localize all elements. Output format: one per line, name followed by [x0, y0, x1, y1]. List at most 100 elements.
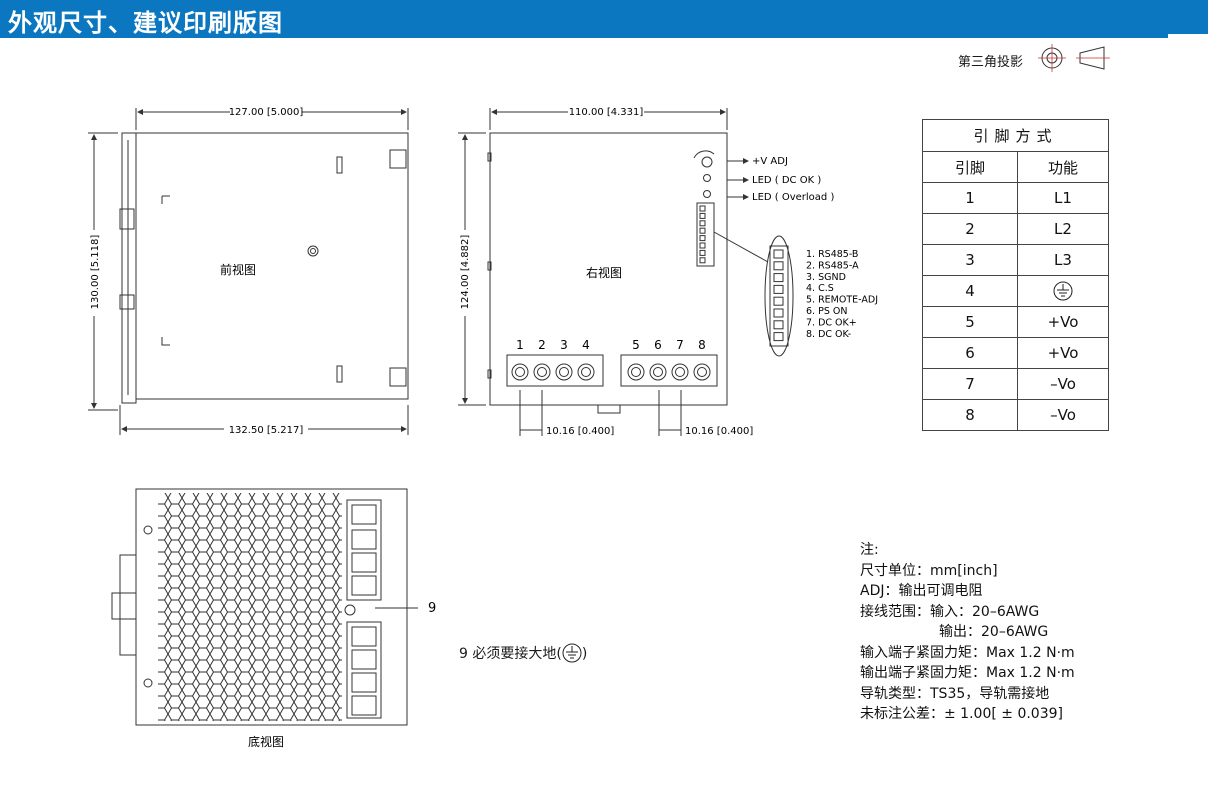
- page-title: 外观尺寸、建议印刷版图: [8, 9, 283, 37]
- terminal-screw-head: [559, 367, 569, 377]
- pin-number: 4: [922, 275, 1018, 307]
- note-line: 未标注公差：± 1.00[ ± 0.039]: [860, 706, 1063, 722]
- note-line: ADJ：输出可调电阻: [860, 583, 983, 599]
- note-line: 导轨类型：TS35，导轨需接地: [860, 685, 1050, 702]
- terminal-screw: [627, 363, 645, 381]
- pin-number: 1: [922, 182, 1018, 214]
- table-row: 4: [922, 275, 1109, 307]
- terminal-number: 1: [516, 338, 524, 352]
- pin-function: L3: [1017, 244, 1109, 276]
- bottom-callout-9: 9: [428, 601, 436, 616]
- terminal-screw-head: [675, 367, 685, 377]
- terminal-number: 7: [676, 338, 684, 352]
- pin-number: 6: [922, 337, 1018, 369]
- connector-cell: [773, 296, 784, 306]
- bottom-terminal-slot: [351, 695, 377, 716]
- pin-function: –Vo: [1017, 399, 1109, 431]
- note-line: 输出：20–6AWG: [939, 624, 1049, 640]
- terminal-screws: [511, 363, 711, 381]
- pin-function: +Vo: [1017, 306, 1109, 338]
- bottom-terminal-slot: [351, 504, 377, 525]
- bottom-terminal-slot: [351, 529, 377, 550]
- front-view: [88, 108, 409, 435]
- pitch-right: 10.16 [0.400]: [685, 426, 753, 437]
- ground-note-close: ): [581, 646, 588, 662]
- ground-symbol-icon: [1017, 275, 1109, 307]
- connector-pin-label: 6. PS ON: [806, 306, 847, 317]
- pin-table-caption: 引脚方式: [922, 119, 1109, 152]
- connector-cell: [773, 332, 784, 342]
- terminal-screw-head: [631, 367, 641, 377]
- note-line: 尺寸单位：mm[inch]: [860, 562, 998, 579]
- projection-label: 第三角投影: [958, 55, 1024, 70]
- connector-cell: [699, 220, 706, 227]
- bottom-view-label: 底视图: [248, 734, 284, 749]
- note-line: 接线范围：输入：20–6AWG: [860, 603, 1040, 620]
- terminal-screw: [511, 363, 529, 381]
- connector-pin-label: 7. DC OK+: [806, 317, 857, 328]
- ground-note-text: 9 必须要接大地(: [459, 646, 562, 662]
- table-row: 7–Vo: [922, 368, 1109, 400]
- pin-function: L1: [1017, 182, 1109, 214]
- callout-v-adj: +V ADJ: [752, 156, 788, 167]
- right-view: [458, 108, 794, 436]
- bottom-terminal-slot: [351, 552, 377, 573]
- right-dim-top: 110.00 [4.331]: [569, 107, 644, 118]
- connector-cell: [773, 261, 784, 271]
- callout-led-overload: LED ( Overload ): [752, 192, 834, 203]
- pin-function: +Vo: [1017, 337, 1109, 369]
- terminal-number: 4: [582, 338, 590, 352]
- ground-note: 9 必须要接大地(): [459, 643, 587, 663]
- ground-symbol-icon: [562, 643, 582, 663]
- connector-cells: [699, 205, 784, 342]
- terminal-screw: [671, 363, 689, 381]
- pin-number: 5: [922, 306, 1018, 338]
- callout-led-dc-ok: LED ( DC OK ): [752, 175, 821, 186]
- bottom-terminal-slot: [351, 649, 377, 670]
- pin-table-header-pin: 引脚: [922, 151, 1018, 183]
- connector-cell: [699, 227, 706, 234]
- front-dim-top: 127.00 [5.000]: [229, 107, 304, 118]
- terminal-number: 5: [632, 338, 640, 352]
- terminal-screw-head: [581, 367, 591, 377]
- note-line: 注:: [860, 542, 879, 558]
- pin-number: 8: [922, 399, 1018, 431]
- connector-pin-label: 2. RS485-A: [806, 260, 859, 271]
- connector-cell: [773, 320, 784, 330]
- pin-function: L2: [1017, 213, 1109, 245]
- front-dim-left: 130.00 [5.118]: [90, 235, 101, 310]
- bottom-view: [111, 488, 418, 726]
- connector-cell: [699, 242, 706, 249]
- terminal-screw: [649, 363, 667, 381]
- header-bar: 外观尺寸、建议印刷版图: [0, 0, 1208, 38]
- projection-symbol-icon: [1038, 44, 1110, 72]
- terminal-number: 2: [538, 338, 546, 352]
- header-accent: [1168, 34, 1208, 38]
- pin-table-header-func: 功能: [1017, 151, 1109, 183]
- note-line: 输出端子紧固力矩：Max 1.2 N·m: [860, 665, 1075, 681]
- connector-cell: [699, 257, 706, 264]
- connector-cell: [773, 308, 784, 318]
- bottom-terminal-slot: [351, 575, 377, 596]
- notes: 注: 尺寸单位：mm[inch] ADJ：输出可调电阻接线范围：输入：20–6AWG…: [860, 540, 1075, 725]
- table-row: 8–Vo: [922, 399, 1109, 431]
- pin-function: –Vo: [1017, 368, 1109, 400]
- terminal-number: 6: [654, 338, 662, 352]
- terminal-screw-head: [515, 367, 525, 377]
- connector-pin-label: 3. SGND: [806, 272, 846, 283]
- pin-number: 7: [922, 368, 1018, 400]
- terminal-number: 3: [560, 338, 568, 352]
- connector-cell: [699, 205, 706, 212]
- connector-pin-label: 5. REMOTE-ADJ: [806, 295, 878, 306]
- terminal-screw-head: [697, 367, 707, 377]
- terminal-screw: [555, 363, 573, 381]
- pin-number: 2: [922, 213, 1018, 245]
- terminal-screw: [577, 363, 595, 381]
